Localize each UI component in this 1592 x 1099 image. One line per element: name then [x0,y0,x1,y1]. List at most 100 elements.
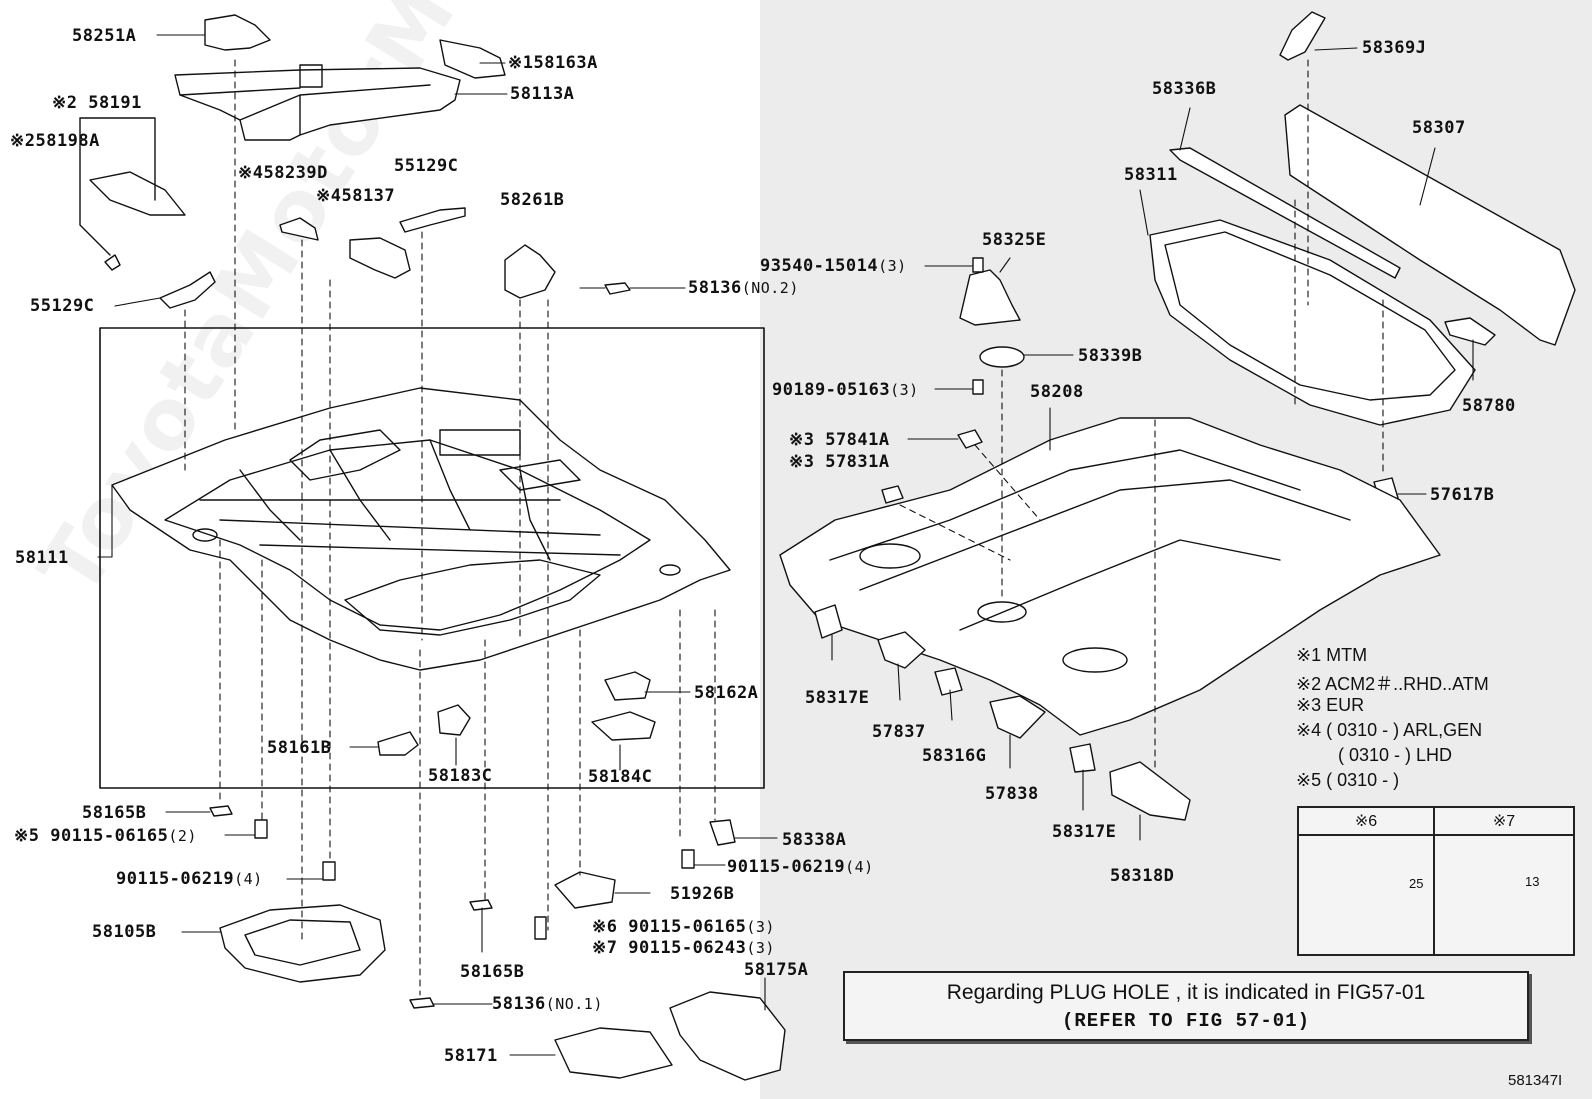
label-58184c[interactable]: 58184C [588,767,653,787]
pad-57831a [881,485,904,504]
bolt-90115-06165-3 [534,916,547,940]
bracket-58316g [934,667,963,696]
clip-58136-no1 [409,997,435,1009]
label-55129c[interactable]: 55129C [30,296,95,316]
reinforcement-58336b [1169,147,1401,279]
brace-55129c [159,271,216,309]
bracket-58318d [1109,761,1191,821]
note-4-arl-gen: ※4 ( 0310 - ) ARL,GEN [1296,720,1483,740]
bolt-90189-05163 [972,379,984,395]
label-58780[interactable]: 58780 [1462,396,1516,416]
pad-58183c [437,704,471,736]
clip-58165b-a [209,805,233,817]
mount-58325e [959,269,1021,326]
clip-58136-no2 [604,282,631,295]
label-58136-no1[interactable]: 58136(NO.1) [492,994,603,1014]
label-57841a[interactable]: ※3 57841A [789,430,890,450]
front-floor-group-frame [99,327,765,789]
label-58183c[interactable]: 58183C [428,766,493,786]
label-93540-15014-part: 93540-15014 [760,256,879,276]
label-58369j[interactable]: 58369J [1362,38,1427,58]
label-58307[interactable]: 58307 [1412,118,1466,138]
legend-divider [1433,808,1435,954]
label-58318d[interactable]: 58318D [1110,866,1175,886]
label-58311[interactable]: 58311 [1124,165,1178,185]
plug-hole-note-line2: (REFER TO FIG 57-01) [1061,1010,1311,1032]
label-90115-06219-4b-qty: (4) [845,858,874,876]
bolt-90115-06165-2 [254,819,268,839]
label-58316g[interactable]: 58316G [922,746,987,766]
fastener-legend-table: ※6 ※7 25 13 [1297,806,1575,956]
label-90115-06165-2-part: ※5 90115-06165 [14,826,169,846]
label-90115-06219-4a-qty: (4) [234,870,263,888]
label-58208[interactable]: 58208 [1030,382,1084,402]
label-90115-06219-4a-part: 90115-06219 [116,869,235,889]
label-58136-no2[interactable]: 58136(NO.2) [688,278,799,298]
label-58136-no2-part: 58136 [688,278,742,298]
label-58338a[interactable]: 58338A [782,830,847,850]
guide-lines-right [899,59,1384,771]
label-90115-06165-2-qty: (2) [168,827,197,845]
label-58317e-b[interactable]: 58317E [1052,822,1117,842]
plug-hole-note[interactable]: Regarding PLUG HOLE , it is indicated in… [843,971,1529,1041]
bracket-58317e-b [1069,743,1096,773]
label-58163a[interactable]: ※158163A [508,53,598,73]
label-58317e-a[interactable]: 58317E [805,688,870,708]
label-58325e[interactable]: 58325E [982,230,1047,250]
bracket-58251a [204,14,271,51]
label-58111[interactable]: 58111 [15,548,69,568]
label-58136-no2-qualifier: (NO.2) [741,279,799,297]
bracket-58137 [349,237,411,279]
label-57837[interactable]: 57837 [872,722,926,742]
bracket-58198a [89,171,186,216]
label-90115-06165-2[interactable]: ※5 90115-06165(2) [14,826,197,846]
label-58165b-a[interactable]: 58165B [82,803,147,823]
label-58191[interactable]: ※2 58191 [52,93,142,113]
rear-floor-tunnel [174,64,461,141]
label-57838[interactable]: 57838 [985,784,1039,804]
label-58105b[interactable]: 58105B [92,922,157,942]
bolt-90115-06219-4b [681,849,695,869]
guide-lines-left [184,59,716,996]
label-90115-06219-4b[interactable]: 90115-06219(4) [727,857,874,877]
label-58239d[interactable]: ※458239D [238,163,328,183]
bracket-58184c [591,711,656,741]
label-58198a[interactable]: ※258198A [10,131,100,151]
label-58137[interactable]: ※458137 [316,186,396,206]
label-58336b[interactable]: 58336B [1152,79,1217,99]
figure-code: 581347I [1508,1072,1563,1089]
label-93540-15014[interactable]: 93540-15014(3) [760,256,907,276]
label-90189-05163-part: 90189-05163 [772,380,891,400]
clip-58165b-b [469,899,493,911]
leader-58191 [79,117,156,256]
label-58339b[interactable]: 58339B [1078,346,1143,366]
label-58165b-b[interactable]: 58165B [460,962,525,982]
label-90115-06219-4a[interactable]: 90115-06219(4) [116,869,263,889]
bracket-58239d [279,217,319,241]
label-90189-05163[interactable]: 90189-05163(3) [772,380,919,400]
label-51926b[interactable]: 51926B [670,884,735,904]
brace-55129c-top [399,207,466,233]
label-58261b[interactable]: 58261B [500,190,565,210]
label-58162a[interactable]: 58162A [694,683,759,703]
label-58171[interactable]: 58171 [444,1046,498,1066]
bracket-58317e-a [814,604,843,639]
bracket-57838 [989,695,1046,739]
label-57617b[interactable]: 57617B [1430,485,1495,505]
leader-lines [97,34,1474,1056]
note-eur: ※3 EUR [1296,695,1365,715]
label-58175a[interactable]: 58175A [744,960,809,980]
label-57831a[interactable]: ※3 57831A [789,452,890,472]
note-acm2: ※2 ACM2＃..RHD..ATM [1296,674,1489,694]
label-90115-06165-3[interactable]: ※6 90115-06165(3) [592,917,775,937]
plate-58171 [554,1027,673,1079]
label-90189-05163-qty: (3) [890,381,919,399]
front-floor-pan [111,387,731,671]
label-55129c-top[interactable]: 55129C [394,156,459,176]
label-90115-06243-3[interactable]: ※7 90115-06243(3) [592,938,775,958]
label-58161b[interactable]: 58161B [267,738,332,758]
label-58113a[interactable]: 58113A [510,84,575,104]
label-58251a[interactable]: 58251A [72,26,137,46]
spare-tire-pan-58311 [1149,219,1476,426]
